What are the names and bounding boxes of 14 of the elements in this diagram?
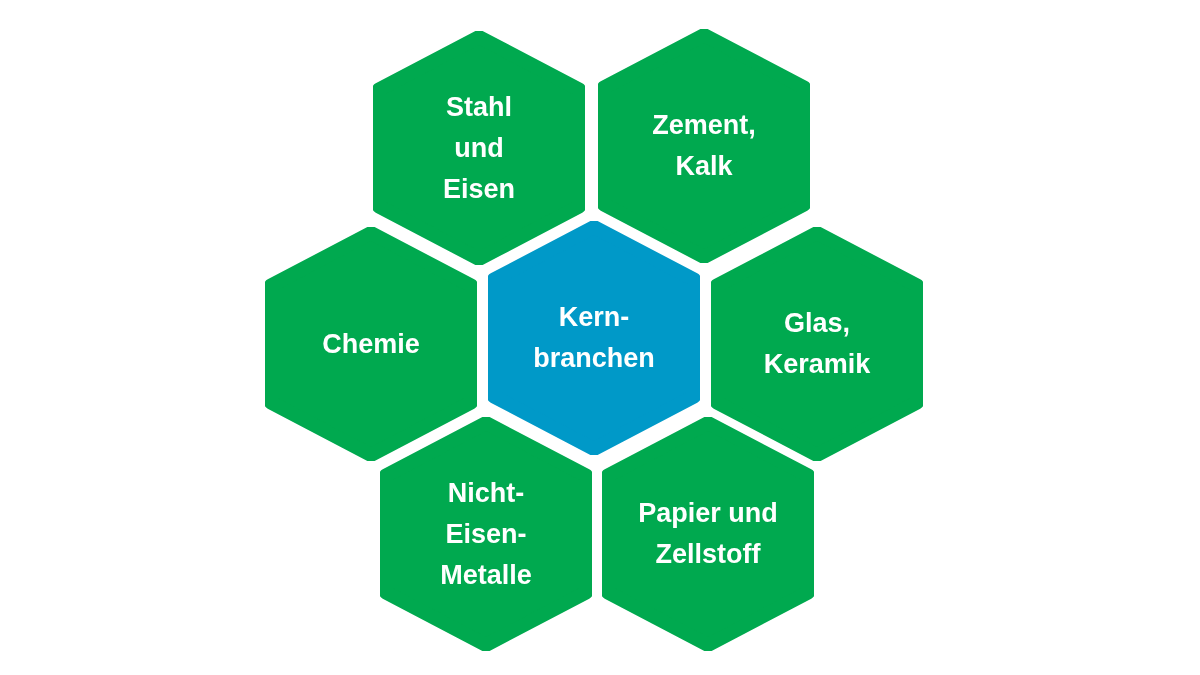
node-label: Nicht- Eisen- Metalle [439, 476, 533, 592]
node-label: Papier und Zellstoff [637, 497, 779, 571]
hexagon-node [602, 417, 814, 651]
hexagon-node [598, 29, 810, 263]
node-label: Glas, Keramik [762, 307, 872, 381]
hexagon-node [380, 417, 592, 651]
hexagon-node [488, 221, 700, 455]
node-label: Stahl und Eisen [441, 90, 516, 206]
node-label: Kern- branchen [532, 301, 656, 375]
hexagon-node [265, 227, 477, 461]
node-label: Zement, Kalk [651, 109, 757, 183]
hexagon-node [373, 31, 585, 265]
hexagon-node [711, 227, 923, 461]
node-label: Chemie [321, 327, 421, 361]
